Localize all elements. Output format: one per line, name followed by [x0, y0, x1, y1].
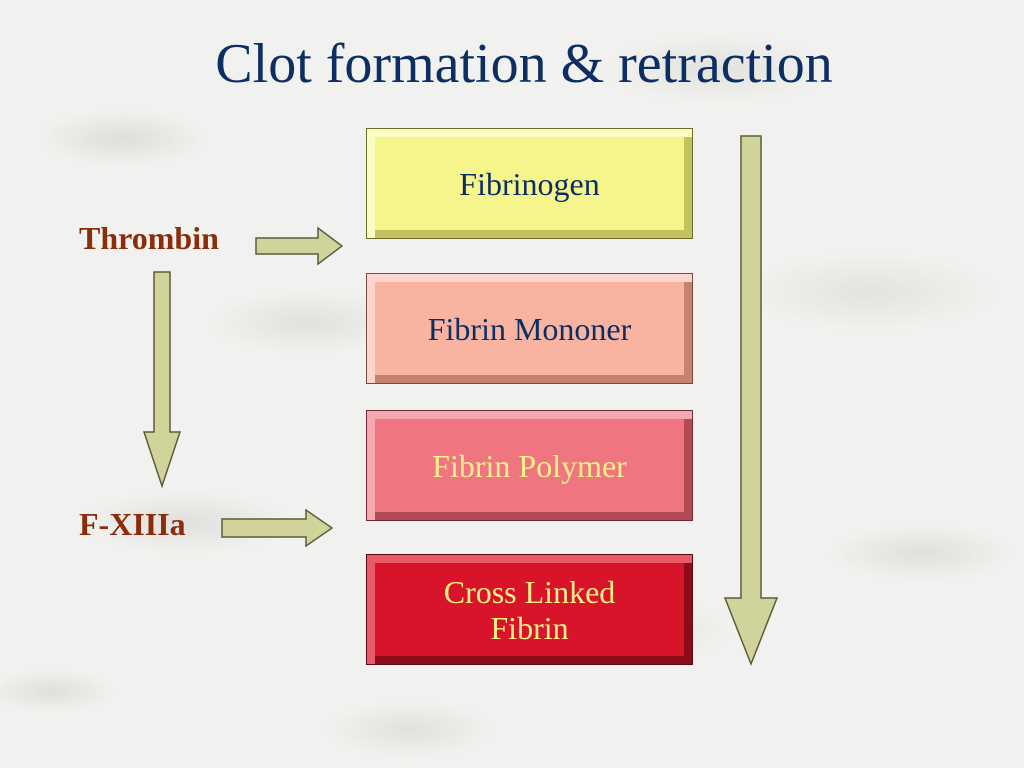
- fibrinogen-box: Fibrinogen: [366, 128, 693, 239]
- fibrin-monomer-text: Fibrin Mononer: [427, 310, 632, 347]
- thrombin-to-f13a-down-arrow: [142, 271, 182, 489]
- thrombin-right-arrow: [255, 226, 344, 266]
- thrombin-label: Thrombin: [79, 220, 219, 256]
- fibrinogen-text: Fibrinogen: [459, 165, 600, 202]
- f13a-right-arrow: [221, 508, 334, 548]
- fibrin-polymer-text: Fibrin Polymer: [432, 447, 627, 484]
- fibrin-monomer-box: Fibrin Mononer: [366, 273, 693, 384]
- cross-linked-fibrin-text: Cross Linked Fibrin: [443, 573, 616, 646]
- fibrin-polymer-box: Fibrin Polymer: [366, 410, 693, 521]
- f13a-label: F-XIIIa: [79, 506, 186, 542]
- slide-title: Clot formation & retraction: [215, 33, 833, 95]
- cross-linked-fibrin-box: Cross Linked Fibrin: [366, 554, 693, 665]
- process-down-arrow: [723, 135, 779, 667]
